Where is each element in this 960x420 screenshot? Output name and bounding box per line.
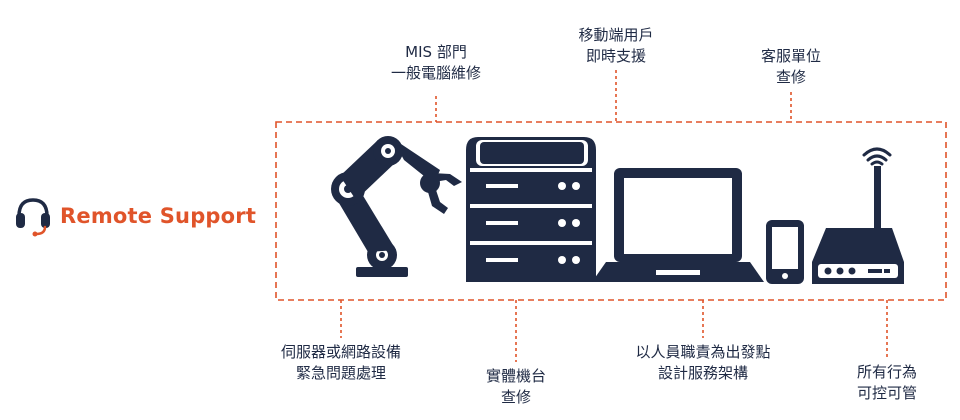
label-architecture: 以人員職責為出發點 設計服務架構 (623, 342, 783, 384)
device-frame (275, 121, 947, 301)
label-server-network-line-2: 緊急問題處理 (295, 364, 386, 382)
label-server-network: 伺服器或網路設備 緊急問題處理 (266, 342, 416, 384)
router-icon (812, 147, 904, 284)
label-mobile-line-2: 即時支援 (585, 47, 646, 65)
label-mis-line-2: 一般電腦維修 (390, 64, 481, 82)
brand-label: Remote Support (60, 204, 257, 228)
label-mis-line-1: MIS 部門 (405, 43, 467, 61)
label-control-line-2: 可控可管 (856, 384, 917, 402)
label-mobile-line-1: 移動端用戶 (578, 26, 654, 44)
label-control: 所有行為 可控可管 (827, 362, 947, 404)
brand: Remote Support (14, 193, 256, 239)
label-customer-line-2: 查修 (775, 68, 806, 86)
server-rack-icon (466, 137, 596, 282)
label-architecture-line-1: 以人員職責為出發點 (635, 343, 771, 361)
label-physical-line-1: 實體機台 (485, 367, 546, 385)
label-control-line-1: 所有行為 (856, 363, 917, 381)
label-customer-line-1: 客服單位 (760, 47, 821, 65)
smartphone-icon (766, 220, 804, 284)
robot-arm-icon (331, 136, 462, 277)
label-physical-line-2: 查修 (500, 388, 531, 406)
headset-icon (16, 198, 50, 237)
label-physical: 實體機台 查修 (456, 366, 576, 408)
label-server-network-line-1: 伺服器或網路設備 (280, 343, 401, 361)
laptop-icon (592, 168, 764, 282)
label-mobile: 移動端用戶 即時支援 (556, 25, 676, 67)
label-architecture-line-2: 設計服務架構 (657, 364, 748, 382)
label-customer: 客服單位 查修 (731, 46, 851, 88)
label-mis: MIS 部門 一般電腦維修 (376, 42, 496, 84)
